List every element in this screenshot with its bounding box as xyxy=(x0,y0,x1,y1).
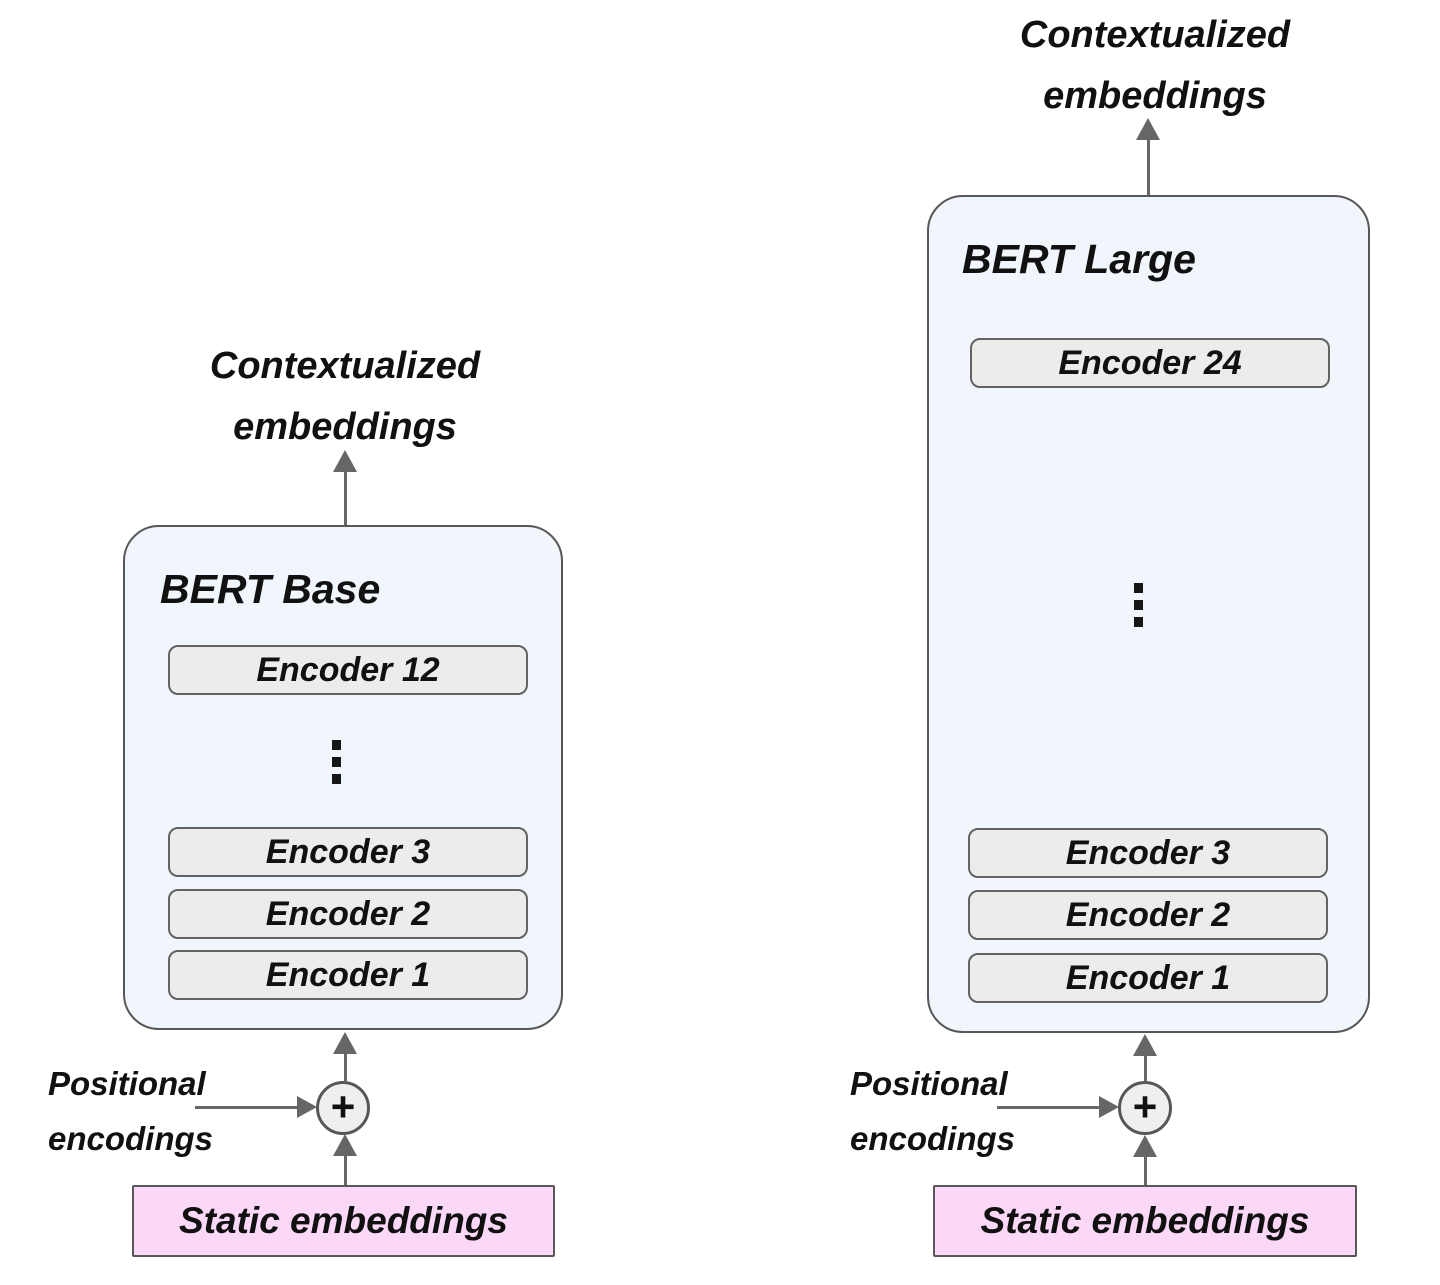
sum-to-model-arrow-line xyxy=(1144,1055,1147,1081)
output-label: Contextualized embeddings xyxy=(955,5,1355,127)
positional-label-line2: encodings xyxy=(850,1120,1016,1157)
encoder-label: Encoder 1 xyxy=(1065,958,1231,997)
positional-encodings-label: Positional encodings xyxy=(850,1056,1015,1166)
encoder-label: Encoder 2 xyxy=(1065,895,1231,934)
bert-base-box xyxy=(123,525,563,1030)
positional-arrow-line xyxy=(195,1106,297,1109)
sum-node: + xyxy=(1118,1081,1172,1135)
encoder-block: Encoder 2 xyxy=(968,890,1328,940)
ellipsis-dot xyxy=(331,757,341,767)
sum-to-model-arrow-head-icon xyxy=(333,1032,357,1054)
ellipsis-dot xyxy=(331,774,341,784)
sum-to-model-arrow-line xyxy=(344,1053,347,1081)
output-arrow-head-icon xyxy=(333,450,357,472)
static-to-sum-arrow-line xyxy=(1144,1156,1147,1186)
output-label-line1: Contextualized xyxy=(1019,14,1291,56)
ellipsis-dot xyxy=(1133,600,1143,610)
output-arrow-line xyxy=(344,471,347,525)
positional-encodings-label: Positional encodings xyxy=(48,1056,213,1166)
output-label-line2: embeddings xyxy=(233,406,457,448)
encoder-block: Encoder 1 xyxy=(168,950,528,1000)
plus-icon: + xyxy=(1132,1082,1158,1130)
static-to-sum-arrow-head-icon xyxy=(1133,1135,1157,1157)
sum-to-model-arrow-head-icon xyxy=(1133,1034,1157,1056)
positional-label-line2: encodings xyxy=(48,1120,214,1157)
ellipsis-dot xyxy=(331,740,341,750)
static-embeddings-box: Static embeddings xyxy=(933,1185,1357,1257)
encoder-block-top: Encoder 24 xyxy=(970,338,1330,388)
encoder-block: Encoder 2 xyxy=(168,889,528,939)
static-embeddings-box: Static embeddings xyxy=(132,1185,555,1257)
vertical-ellipsis-icon xyxy=(320,740,352,784)
encoder-block-top: Encoder 12 xyxy=(168,645,528,695)
ellipsis-dot xyxy=(1133,617,1143,627)
model-title: BERT Base xyxy=(160,566,381,612)
encoder-label: Encoder 3 xyxy=(265,832,431,871)
positional-label-line1: Positional xyxy=(48,1065,206,1102)
static-to-sum-arrow-head-icon xyxy=(333,1134,357,1156)
positional-label-line1: Positional xyxy=(850,1065,1008,1102)
encoder-block: Encoder 3 xyxy=(168,827,528,877)
output-arrow-head-icon xyxy=(1136,118,1160,140)
output-label-line2: embeddings xyxy=(1043,75,1267,117)
encoder-label: Encoder 24 xyxy=(1058,343,1242,382)
encoder-label: Encoder 2 xyxy=(265,894,431,933)
static-to-sum-arrow-line xyxy=(344,1155,347,1186)
encoder-block: Encoder 1 xyxy=(968,953,1328,1003)
output-label-line1: Contextualized xyxy=(209,345,481,387)
model-title: BERT Large xyxy=(962,236,1196,282)
positional-arrow-head-icon xyxy=(1099,1096,1119,1118)
positional-arrow-head-icon xyxy=(297,1096,317,1118)
encoder-label: Encoder 12 xyxy=(256,650,440,689)
output-label: Contextualized embeddings xyxy=(145,336,545,458)
static-embeddings-label: Static embeddings xyxy=(980,1200,1310,1241)
encoder-block: Encoder 3 xyxy=(968,828,1328,878)
vertical-ellipsis-icon xyxy=(1122,583,1154,627)
ellipsis-dot xyxy=(1133,583,1143,593)
output-arrow-line xyxy=(1147,139,1150,196)
sum-node: + xyxy=(316,1081,370,1135)
encoder-label: Encoder 1 xyxy=(265,955,431,994)
encoder-label: Encoder 3 xyxy=(1065,833,1231,872)
static-embeddings-label: Static embeddings xyxy=(179,1200,508,1241)
plus-icon: + xyxy=(330,1082,356,1130)
positional-arrow-line xyxy=(997,1106,1099,1109)
